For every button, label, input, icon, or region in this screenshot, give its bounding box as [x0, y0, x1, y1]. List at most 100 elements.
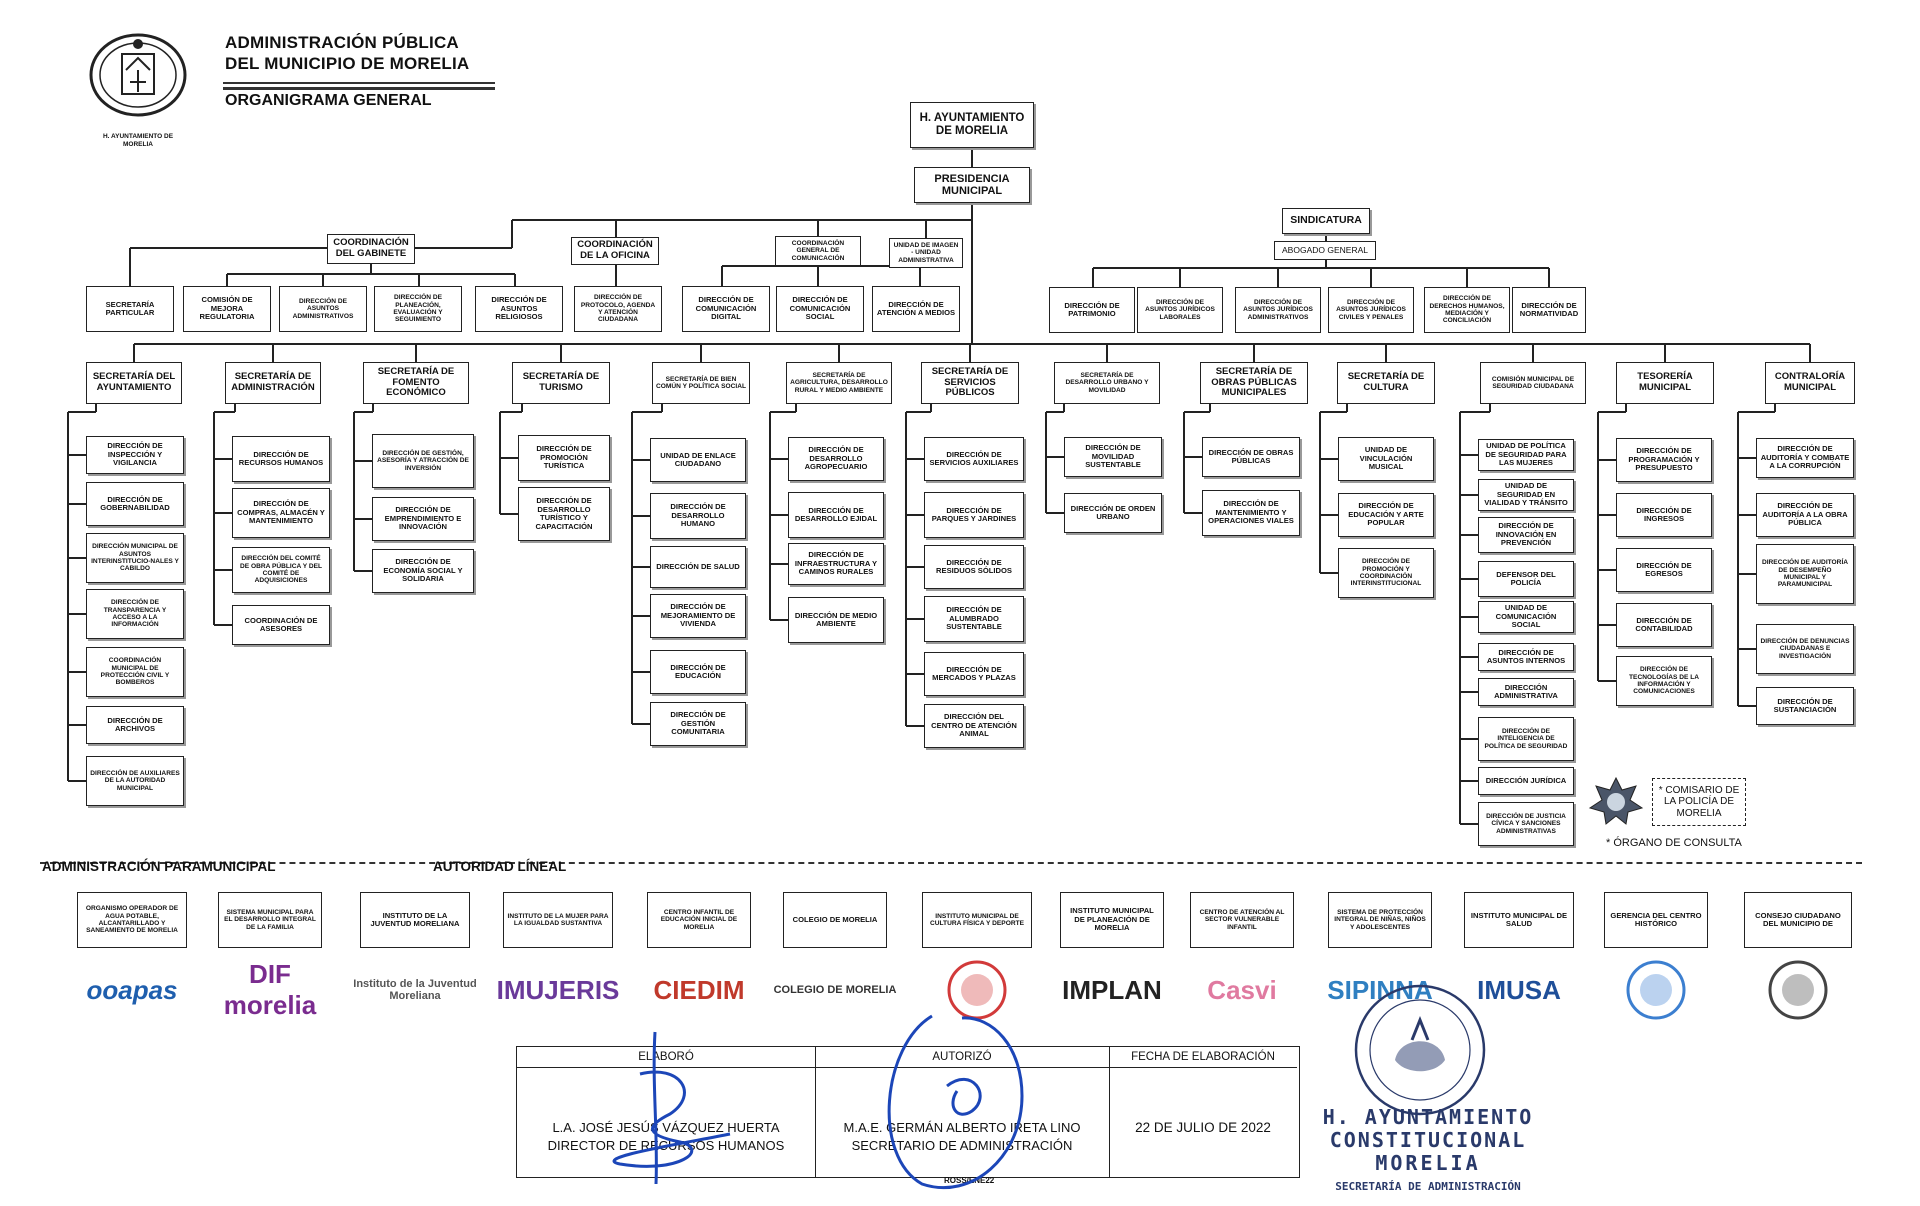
header-line1: ADMINISTRACIÓN PÚBLICA — [225, 33, 459, 52]
box-secretariat: SECRETARÍA DE TURISMO — [512, 362, 610, 404]
box-direction: DIRECCIÓN DE ARCHIVOS — [86, 706, 184, 744]
box-direction: UNIDAD DE ENLACE CIUDADANO — [650, 438, 746, 482]
box-direction: DIRECCIÓN DE AUDITORÍA Y COMBATE A LA CO… — [1756, 438, 1854, 478]
paramunicipal-logo-icon: ooapas — [86, 974, 178, 1005]
signature-table: ELABORÓ L.A. JOSÉ JESÚS VÁZQUEZ HUERTA D… — [516, 1046, 1300, 1178]
box-level3-left: DIRECCIÓN DE ASUNTOS RELIGIOSOS — [475, 286, 563, 332]
box-direction: DIRECCIÓN DE PROGRAMACIÓN Y PRESUPUESTO — [1616, 438, 1712, 482]
paramunicipal-logo-icon: IMUJERIS — [496, 974, 620, 1005]
box-direction: DIRECCIÓN DE ORDEN URBANO — [1064, 493, 1162, 533]
sig-name-autorizo: M.A.E. GERMÁN ALBERTO IRETA LINO SECRETA… — [815, 1119, 1109, 1155]
box-direction: DIRECCIÓN DE SUSTANCIACIÓN — [1756, 687, 1854, 725]
box-secretariat: SECRETARÍA DE AGRICULTURA, DESARROLLO RU… — [786, 362, 892, 404]
box-direction: DIRECCIÓN DE DESARROLLO EJIDAL — [788, 492, 884, 538]
box-direction: UNIDAD DE COMUNICACIÓN SOCIAL — [1478, 601, 1574, 633]
box-direction: DIRECCIÓN DE COMPRAS, ALMACÉN Y MANTENIM… — [232, 488, 330, 538]
box-paramunicipal: SISTEMA DE PROTECCIÓN INTEGRAL DE NIÑAS,… — [1328, 892, 1432, 948]
box-direction: DIRECCIÓN DE GOBERNABILIDAD — [86, 482, 184, 526]
box-direction: DIRECCIÓN DE MEDIO AMBIENTE — [788, 597, 884, 643]
emblem-icon — [1768, 960, 1828, 1020]
header-title: ADMINISTRACIÓN PÚBLICA DEL MUNICIPIO DE … — [225, 32, 469, 74]
box-direction: DIRECCIÓN DE DESARROLLO HUMANO — [650, 493, 746, 539]
paramunicipal-logo-icon: Instituto de la Juventud Moreliana — [353, 978, 477, 1002]
doc-code: ROSS/ENE22 — [944, 1176, 995, 1185]
box-direction: DIRECCIÓN DE INGRESOS — [1616, 493, 1712, 537]
box-direction: DIRECCIÓN MUNICIPAL DE ASUNTOS INTERINST… — [86, 533, 184, 583]
header-rule — [223, 82, 495, 84]
box-sindicatura: SINDICATURA — [1282, 208, 1370, 234]
box-direction: DIRECCIÓN DE INFRAESTRUCTURA Y CAMINOS R… — [788, 543, 884, 585]
stamp-line3: MORELIA — [1375, 1151, 1481, 1175]
consulta-note: * ÓRGANO DE CONSULTA — [1606, 837, 1742, 849]
box-direction: DIRECCIÓN DE GESTIÓN, ASESORÍA Y ATRACCI… — [372, 434, 474, 488]
emblem-icon — [1626, 960, 1686, 1020]
box-coord-comunicacion: COORDINACIÓN GENERAL DE COMUNICACIÓN — [775, 236, 861, 266]
box-level3-left: SECRETARÍA PARTICULAR — [86, 286, 174, 332]
box-abogado-general: ABOGADO GENERAL — [1274, 241, 1376, 260]
box-level3-right: DIRECCIÓN DE NORMATIVIDAD — [1512, 287, 1586, 333]
box-paramunicipal: INSTITUTO MUNICIPAL DE CULTURA FÍSICA Y … — [922, 892, 1032, 948]
box-level3-left: DIRECCIÓN DE ASUNTOS ADMINISTRATIVOS — [279, 286, 367, 332]
box-direction: DIRECCIÓN DE DENUNCIAS CIUDADANAS E INVE… — [1756, 624, 1854, 674]
box-direction: DIRECCIÓN DE SERVICIOS AUXILIARES — [924, 437, 1024, 481]
authority-label: AUTORIDAD LÍNEAL — [433, 859, 567, 874]
autorizo-name: M.A.E. GERMÁN ALBERTO IRETA LINO — [843, 1120, 1081, 1135]
emblem-icon — [947, 960, 1007, 1020]
box-secretariat: TESORERÍA MUNICIPAL — [1616, 362, 1714, 404]
box-paramunicipal: INSTITUTO DE LA MUJER PARA LA IGUALDAD S… — [503, 892, 613, 948]
box-direction: DIRECCIÓN DE ALUMBRADO SUSTENTABLE — [924, 596, 1024, 642]
box-direction: DIRECCIÓN DE GESTIÓN COMUNITARIA — [650, 702, 746, 746]
box-secretariat: SECRETARÍA DE SERVICIOS PÚBLICOS — [921, 362, 1019, 404]
police-badge-icon — [1588, 776, 1644, 825]
paramunicipal-logo-icon: IMUSA — [1477, 974, 1561, 1005]
box-paramunicipal: CONSEJO CIUDADANO DEL MUNICIPIO DE — [1744, 892, 1852, 948]
elaboro-name: L.A. JOSÉ JESÚS VÁZQUEZ HUERTA — [552, 1120, 780, 1135]
stamp-line1: H. AYUNTAMIENTO — [1322, 1105, 1534, 1129]
box-secretariat: SECRETARÍA DE DESARROLLO URBANO Y MOVILI… — [1054, 362, 1160, 404]
box-secretariat: SECRETARÍA DE CULTURA — [1337, 362, 1435, 404]
box-level3-right: DIRECCIÓN DE DERECHOS HUMANOS, MEDIACIÓN… — [1424, 287, 1510, 333]
paramunicipal-logo-icon: CIEDIM — [653, 974, 745, 1005]
box-direction: DIRECCIÓN DE DESARROLLO AGROPECUARIO — [788, 437, 884, 481]
box-level3-left: DIRECCIÓN DE COMUNICACIÓN DIGITAL — [682, 286, 770, 332]
box-unidad-imagen: UNIDAD DE IMAGEN - UNIDAD ADMINISTRATIVA — [889, 238, 963, 268]
signature-autorizo-icon — [887, 1014, 1024, 1190]
box-direction: DIRECCIÓN DE INNOVACIÓN EN PREVENCIÓN — [1478, 517, 1574, 553]
box-comisario-policia: * COMISARIO DE LA POLICÍA DE MORELIA — [1652, 778, 1746, 826]
box-direction: DIRECCIÓN DE CONTABILIDAD — [1616, 603, 1712, 647]
box-level3-right: DIRECCIÓN DE PATRIMONIO — [1049, 287, 1135, 333]
box-paramunicipal: SISTEMA MUNICIPAL PARA EL DESARROLLO INT… — [218, 892, 322, 948]
box-secretariat: SECRETARÍA DE OBRAS PÚBLICAS MUNICIPALES — [1200, 362, 1308, 404]
box-secretariat: SECRETARÍA DEL AYUNTAMIENTO — [86, 362, 182, 404]
paramunicipal-label: ADMINISTRACIÓN PARAMUNICIPAL — [42, 859, 276, 874]
box-paramunicipal: INSTITUTO MUNICIPAL DE SALUD — [1464, 892, 1574, 948]
box-direction: DIRECCIÓN ADMINISTRATIVA — [1478, 678, 1574, 706]
box-direction: DIRECCIÓN DE PROMOCIÓN TURÍSTICA — [518, 435, 610, 481]
paramunicipal-logo-icon: DIF morelia — [223, 959, 317, 1020]
paramunicipal-logo-icon — [1734, 958, 1862, 1022]
box-paramunicipal: CENTRO DE ATENCIÓN AL SECTOR VULNERABLE … — [1190, 892, 1294, 948]
official-stamp-icon — [1354, 984, 1486, 1116]
box-direction: DIRECCIÓN DE RECURSOS HUMANOS — [232, 436, 330, 482]
box-level3-left: COMISIÓN DE MEJORA REGULATORIA — [183, 286, 271, 332]
autorizo-role: SECRETARIO DE ADMINISTRACIÓN — [851, 1138, 1073, 1153]
paramunicipal-logo-icon: Casvi — [1207, 974, 1277, 1005]
box-level3-left: DIRECCIÓN DE PLANEACIÓN, EVALUACIÓN Y SE… — [374, 286, 462, 332]
sig-head-fecha: FECHA DE ELABORACIÓN — [1109, 1047, 1297, 1068]
stamp-line4: SECRETARÍA DE ADMINISTRACIÓN — [1335, 1180, 1521, 1193]
box-paramunicipal: CENTRO INFANTIL DE EDUCACIÓN INICIAL DE … — [647, 892, 751, 948]
sig-col-autorizo: AUTORIZÓ M.A.E. GERMÁN ALBERTO IRETA LIN… — [815, 1047, 1110, 1177]
box-paramunicipal: INSTITUTO MUNICIPAL DE PLANEACIÓN DE MOR… — [1060, 892, 1164, 948]
box-direction: DIRECCIÓN DE TRANSPARENCIA Y ACCESO A LA… — [86, 589, 184, 639]
stamp-text: H. AYUNTAMIENTO CONSTITUCIONAL MORELIA S… — [1318, 1106, 1538, 1198]
box-direction: DIRECCIÓN DE EGRESOS — [1616, 548, 1712, 592]
box-level3-left: DIRECCIÓN DE PROTOCOLO, AGENDA Y ATENCIÓ… — [574, 286, 662, 332]
box-direction: UNIDAD DE SEGURIDAD EN VIALIDAD Y TRÁNSI… — [1478, 479, 1574, 511]
box-direction: DIRECCIÓN DE OBRAS PÚBLICAS — [1202, 437, 1300, 477]
box-direction: DIRECCIÓN JURÍDICA — [1478, 767, 1574, 795]
box-direction: DIRECCIÓN DE MERCADOS Y PLAZAS — [924, 652, 1024, 696]
box-direction: DIRECCIÓN DE SALUD — [650, 546, 746, 588]
page-title: ORGANIGRAMA GENERAL — [225, 92, 432, 109]
box-direction: DIRECCIÓN DE INTELIGENCIA DE POLÍTICA DE… — [1478, 717, 1574, 761]
box-direction: DIRECCIÓN DE AUDITORÍA DE DESEMPEÑO MUNI… — [1756, 544, 1854, 604]
